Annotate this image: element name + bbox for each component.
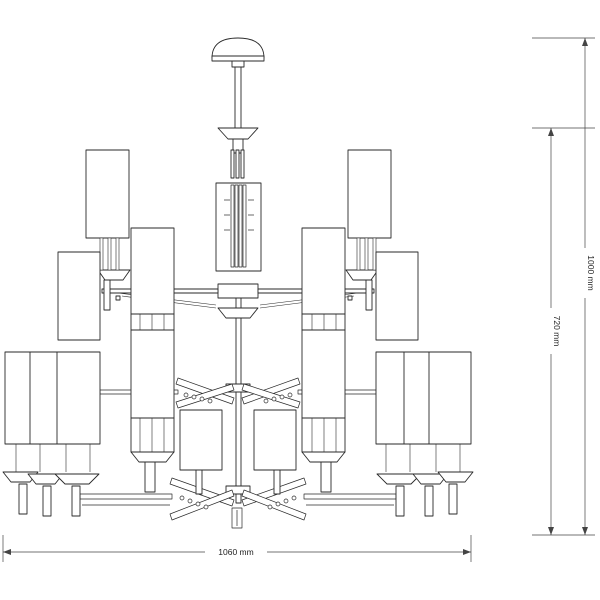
- lower-ring: [225, 485, 251, 495]
- central-shade-crystals: [224, 184, 254, 268]
- width-label: 1060 mm: [218, 547, 253, 557]
- shade-mid-outer-right: [375, 251, 419, 341]
- central-shade: [215, 182, 262, 272]
- shade-center-lower-left: [179, 409, 223, 471]
- ceiling-canopy: [211, 37, 265, 59]
- shade-top-left: [85, 149, 130, 239]
- shade-stack-inner-right: [301, 227, 346, 493]
- top-cup: [217, 127, 259, 140]
- canopy-plate: [211, 55, 265, 62]
- width-arrow-left: [3, 549, 11, 555]
- shade-group-bottom-left: [2, 351, 101, 517]
- mid-hub: [217, 307, 259, 319]
- cup-top-right: [345, 269, 379, 281]
- width-arrow-right: [463, 549, 471, 555]
- shade-stack-inner-left: [130, 227, 175, 493]
- top-crystal-bars: [230, 149, 245, 179]
- shade-top-right: [347, 149, 392, 239]
- dimension-annotations: [2, 37, 595, 562]
- overall-height-label: 1000 mm: [586, 255, 596, 290]
- lower-spine: [235, 297, 242, 504]
- cup-top-left: [97, 269, 131, 281]
- body-height-label: 720 mm: [552, 316, 562, 347]
- canopy-collar: [231, 60, 245, 68]
- shade-group-bottom-right: [375, 351, 474, 517]
- chandelier-illustration: [2, 37, 474, 529]
- central-rod: [234, 66, 242, 130]
- shade-center-lower-right: [253, 409, 297, 471]
- shade-mid-outer-left: [57, 251, 101, 341]
- upper-hub: [217, 283, 259, 299]
